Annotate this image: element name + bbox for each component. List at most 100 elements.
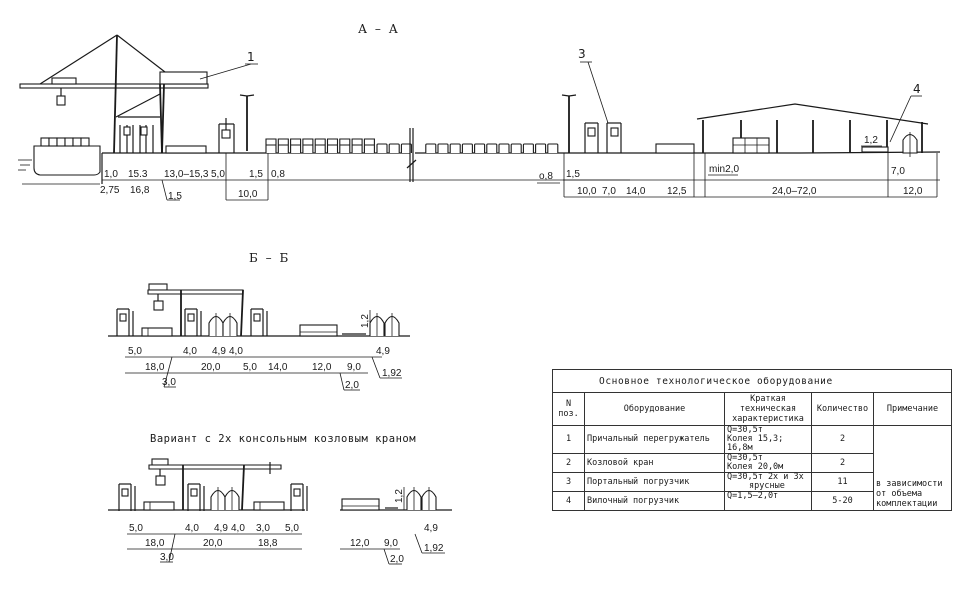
header-spec-line: техническая [739, 404, 797, 414]
dim-label: 5,0 [129, 523, 143, 534]
spec-line: Q=1,5–2,0т [727, 491, 779, 501]
container-icon [474, 143, 486, 153]
straddle-carrier-icon [250, 308, 268, 336]
dim-label: 5,0 [128, 346, 142, 357]
dim-label: 1,5 [249, 169, 263, 180]
callout-4: 4 [889, 82, 922, 143]
header-num-line: N [565, 399, 572, 409]
dim-label: 1,0 [104, 169, 118, 180]
svg-text:1: 1 [247, 50, 255, 64]
container-icon [290, 138, 302, 153]
dim-label: 5,0 [211, 169, 225, 180]
container-block [141, 327, 173, 337]
lamp-post-icon [239, 94, 255, 151]
dim-label: 1,5 [566, 169, 580, 180]
container-icon [339, 138, 351, 153]
dim-label: 4,9 [424, 523, 438, 534]
header-spec-line: Краткая [750, 394, 786, 404]
callout-3: 3 [578, 47, 609, 124]
dim-label: 12,0 [350, 538, 370, 549]
container-block [341, 498, 380, 511]
dim-label: 1,92 [424, 543, 444, 554]
header-spec-line: характеристика [732, 414, 804, 424]
ship-icon [33, 137, 101, 176]
cell-qty: 2 [811, 425, 874, 454]
straddle-carrier-icon [118, 483, 136, 511]
dimension-lines [127, 487, 445, 565]
dimension-lines [125, 310, 402, 391]
container-block [253, 501, 285, 511]
gantry-crane-icon [148, 458, 282, 511]
cell-num: 2 [552, 453, 585, 473]
note-line: в зависимости [876, 479, 943, 489]
section-bb-title: Б – Б [249, 251, 290, 265]
dim-label: 18,0 [145, 362, 165, 373]
straddle-carrier-icon [218, 118, 235, 153]
container-icon [498, 143, 510, 153]
break-symbol-icon [406, 128, 417, 182]
dim-label: 1,2 [360, 314, 371, 328]
container-icon [302, 138, 314, 153]
dim-label: 18,0 [145, 538, 165, 549]
dim-label: 14,0 [268, 362, 288, 373]
cell-qty: 2 [811, 453, 874, 473]
dim-label: 4,9 [376, 346, 390, 357]
spec-line: Колея 15,3; 16,8м [727, 434, 784, 453]
container-icon [522, 143, 534, 153]
spec-line: ярусные [749, 481, 785, 491]
container-icon [265, 138, 277, 153]
warehouse-icon [696, 103, 929, 157]
dim-label: min2,0 [709, 164, 739, 175]
container-block [299, 324, 338, 337]
container-icon [363, 138, 375, 153]
quay-crane-icon [19, 34, 209, 154]
dim-label: 4,0 [183, 346, 197, 357]
cell-num: 4 [552, 491, 585, 511]
container-icon [425, 143, 437, 153]
container-icon [376, 143, 388, 153]
dim-label: 12,5 [667, 186, 687, 197]
cell-equipment: Портальный погрузчик [584, 472, 725, 492]
dim-label: 1,2 [864, 135, 878, 146]
container-icon [547, 143, 559, 153]
cell-num: 1 [552, 425, 585, 454]
spec-line: Колея 20,0м [727, 462, 784, 472]
dimension-lines [102, 145, 940, 201]
container-arch-icon [369, 313, 385, 336]
svg-text:3: 3 [578, 47, 586, 61]
dim-label: 5,0 [285, 523, 299, 534]
variant-title: Вариант с 2х консольным козловым краном [150, 433, 416, 445]
header-equipment: Оборудование [584, 392, 725, 426]
spec-line: Q=30,5т [727, 425, 763, 435]
dim-label: 3,0 [160, 552, 174, 563]
dim-label: 7,0 [891, 166, 905, 177]
container-icon [314, 138, 326, 153]
straddle-carrier-icon [187, 483, 205, 511]
container-icon [510, 143, 522, 153]
dim-label: 1,92 [382, 368, 402, 379]
cell-equipment: Причальный перегружатель [584, 425, 725, 454]
container-arch-icon [208, 313, 224, 336]
dim-label: 3,0 [162, 377, 176, 388]
cell-qty: 11 [811, 472, 874, 492]
cell-equipment: Козловой кран [584, 453, 725, 473]
container-icon [535, 143, 547, 153]
dim-label: 20,0 [203, 538, 223, 549]
table-caption: Основное технологическое оборудование [552, 369, 952, 393]
dim-label: 10,0 [238, 189, 258, 200]
container-icon [400, 143, 412, 153]
container-arch-icon [406, 487, 422, 510]
dim-label: 14,0 [626, 186, 646, 197]
dim-label: 10,0 [577, 186, 597, 197]
container-arch-icon [384, 313, 400, 336]
container-icon [461, 143, 473, 153]
straddle-carrier-icon [290, 483, 308, 511]
container-arch-icon [224, 487, 240, 510]
table-row: 4 Вилочный погрузчик Q=1,5–2,0т 5-20 [552, 491, 952, 511]
dim-label: 2,75 [100, 185, 120, 196]
